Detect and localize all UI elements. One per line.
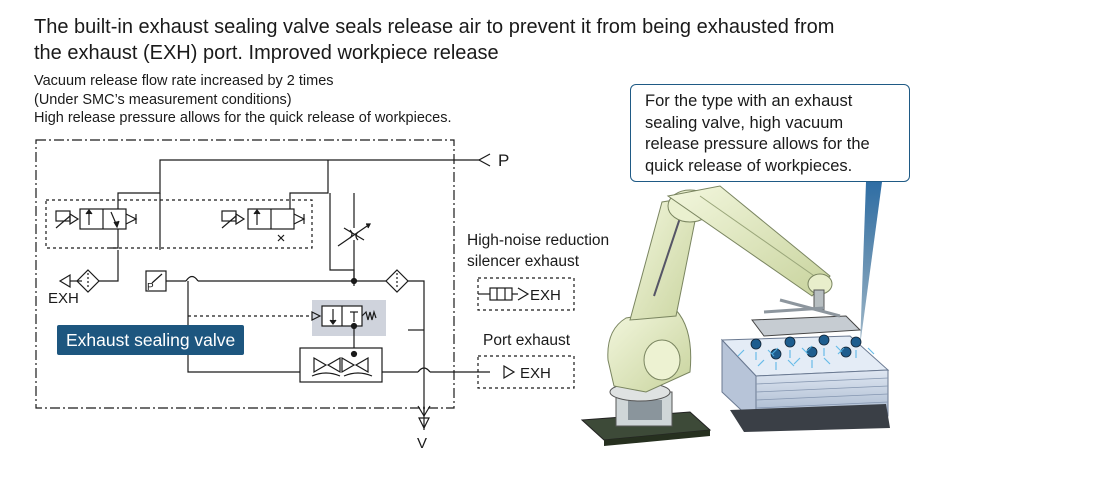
headline-line-2: the exhaust (EXH) port. Improved workpie… — [34, 42, 499, 64]
port-v-label: V — [417, 435, 427, 452]
suction-cups — [750, 334, 862, 360]
pneumatic-circuit — [35, 139, 490, 430]
suction-cup-icon — [806, 346, 818, 358]
valve-block-frame — [45, 199, 313, 249]
callout-box: For the type with an exhaust sealing val… — [630, 84, 910, 182]
silencer-title-line-1: High-noise reduction — [467, 232, 610, 249]
suction-cup-icon — [770, 348, 782, 360]
port-exh-label: EXH — [48, 290, 79, 307]
robot-arm-illustration — [580, 185, 890, 446]
suction-cup-icon — [850, 336, 862, 348]
exhaust-sealing-valve-symbol — [311, 305, 377, 327]
silencer-title-line-2: silencer exhaust — [467, 253, 580, 270]
suction-cup-icon — [784, 336, 796, 348]
callout-pointer — [860, 182, 882, 346]
callout-line-2: sealing valve, high vacuum — [645, 113, 844, 132]
switch-p-label: P — [147, 282, 154, 293]
p-port-arrow — [477, 153, 491, 167]
circuit-boundary — [35, 139, 455, 409]
silencer-icon — [489, 287, 513, 301]
ejector — [299, 347, 383, 383]
suction-cup-icon — [818, 334, 830, 346]
subtext-line-2: (Under SMC’s measurement conditions) — [34, 91, 292, 108]
supply-valve — [55, 208, 138, 230]
silencer-title: High-noise reduction silencer exhaust — [467, 230, 609, 272]
subtext-line-1: Vacuum release flow rate increased by 2 … — [34, 73, 334, 89]
release-valve — [221, 208, 306, 242]
gripper — [751, 298, 862, 337]
subtext-line-3: High release pressure allows for the qui… — [34, 110, 452, 126]
headline-line-1: The built-in exhaust sealing valve seals… — [34, 16, 835, 38]
headline: The built-in exhaust sealing valve seals… — [34, 14, 934, 66]
port-exhaust-title: Port exhaust — [483, 332, 571, 349]
exhaust-sealing-valve-label: Exhaust sealing valve — [57, 325, 245, 355]
callout-line-1: For the type with an exhaust — [645, 92, 853, 110]
callout-line-4: quick release of workpieces. — [645, 156, 853, 175]
check-arrow-icon — [503, 364, 516, 380]
port-exhaust-box — [477, 355, 575, 389]
callout-line-3: release pressure allows for the — [645, 135, 870, 153]
silencer-exhaust-box — [477, 277, 575, 311]
port-p-label: P — [498, 151, 509, 170]
port-exh-out-label: EXH — [520, 365, 551, 382]
silencer-exh-label: EXH — [530, 287, 561, 304]
subtext: Vacuum release flow rate increased by 2 … — [34, 72, 554, 128]
suction-cup-icon — [750, 338, 762, 350]
suction-cup-icon — [840, 346, 852, 358]
